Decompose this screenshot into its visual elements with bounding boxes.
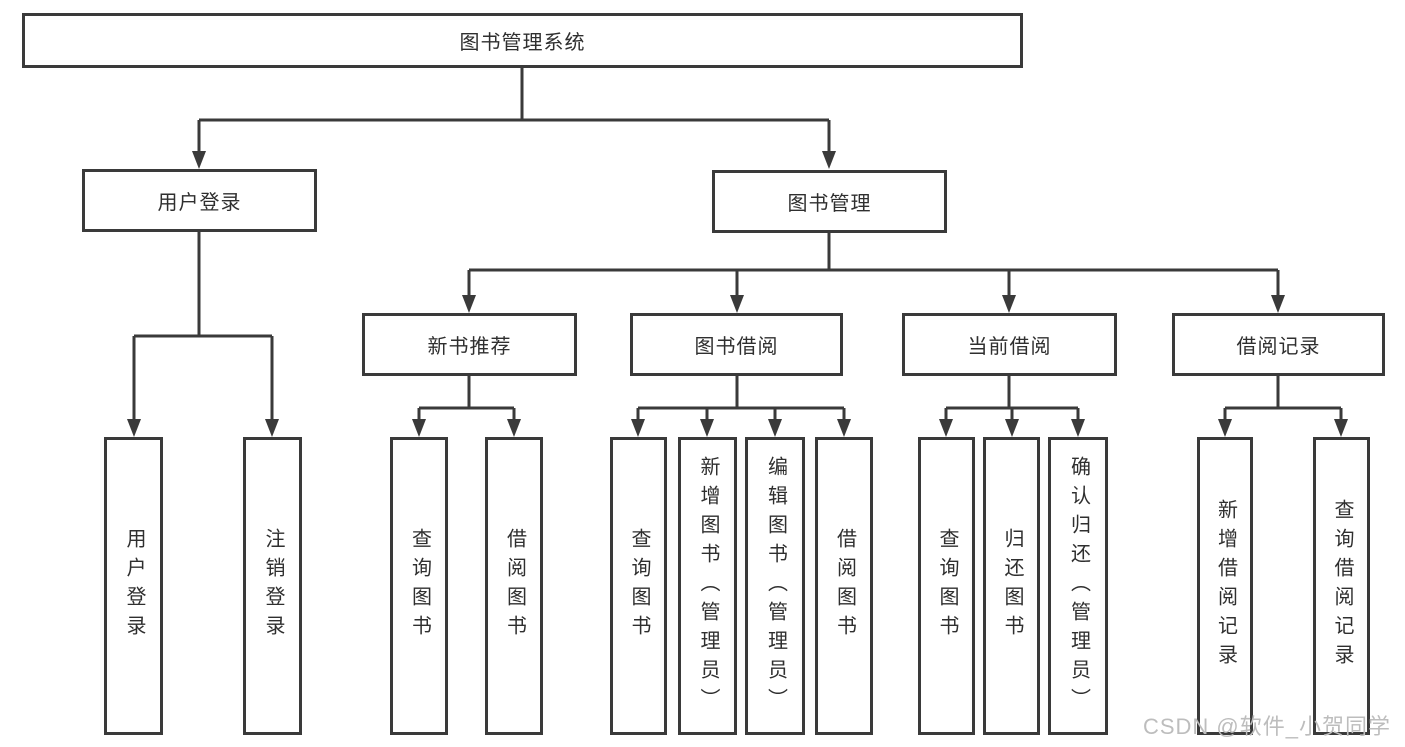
node-add-borrow-record: 新增借阅记录 <box>1197 437 1253 735</box>
node-label: 查询借阅记录 <box>1331 499 1353 673</box>
node-label: 归还图书 <box>1001 528 1023 644</box>
node-user-login-module: 用户登录 <box>82 169 317 232</box>
node-label: 查询图书 <box>628 528 650 644</box>
node-query-borrow-record: 查询借阅记录 <box>1313 437 1370 735</box>
node-label: 图书借阅 <box>694 336 779 358</box>
node-label: 新增图书（管理员） <box>697 455 719 717</box>
node-label: 用户登录 <box>157 192 242 214</box>
node-add-books-admin: 新增图书（管理员） <box>678 437 737 735</box>
node-label: 新书推荐 <box>427 336 512 358</box>
node-label: 查询图书 <box>408 528 431 644</box>
node-new-book-recommendation: 新书推荐 <box>362 313 577 376</box>
node-label: 用户登录 <box>123 528 145 644</box>
node-book-management-module: 图书管理 <box>712 170 947 233</box>
node-edit-books-admin: 编辑图书（管理员） <box>745 437 805 735</box>
node-label: 注销登录 <box>262 528 284 644</box>
arrowheads <box>127 151 1348 437</box>
node-label: 借阅图书 <box>503 528 526 644</box>
node-query-books: 查询图书 <box>390 437 448 735</box>
node-label: 借阅记录 <box>1236 336 1321 358</box>
node-label: 图书管理 <box>787 193 872 215</box>
node-book-borrowing: 图书借阅 <box>630 313 843 376</box>
node-borrowing-records: 借阅记录 <box>1172 313 1385 376</box>
node-root-system: 图书管理系统 <box>22 13 1023 68</box>
node-label: 借阅图书 <box>833 528 856 644</box>
node-current-borrowing: 当前借阅 <box>902 313 1117 376</box>
node-user-login: 用户登录 <box>104 437 163 735</box>
csdn-watermark: CSDN @软件_小贺同学 <box>1142 714 1391 739</box>
node-label: 编辑图书（管理员） <box>764 455 787 717</box>
node-query-books: 查询图书 <box>918 437 975 735</box>
node-label: 确认归还（管理员） <box>1067 455 1090 717</box>
node-label: 查询图书 <box>936 528 958 644</box>
node-label: 新增借阅记录 <box>1214 499 1237 673</box>
node-logout: 注销登录 <box>243 437 302 735</box>
node-query-books: 查询图书 <box>610 437 667 735</box>
node-root-label: 图书管理系统 <box>459 32 586 54</box>
node-borrow-books: 借阅图书 <box>485 437 543 735</box>
node-label: 当前借阅 <box>967 336 1052 358</box>
node-return-books: 归还图书 <box>983 437 1040 735</box>
node-borrow-books: 借阅图书 <box>815 437 873 735</box>
node-confirm-return-admin: 确认归还（管理员） <box>1048 437 1108 735</box>
